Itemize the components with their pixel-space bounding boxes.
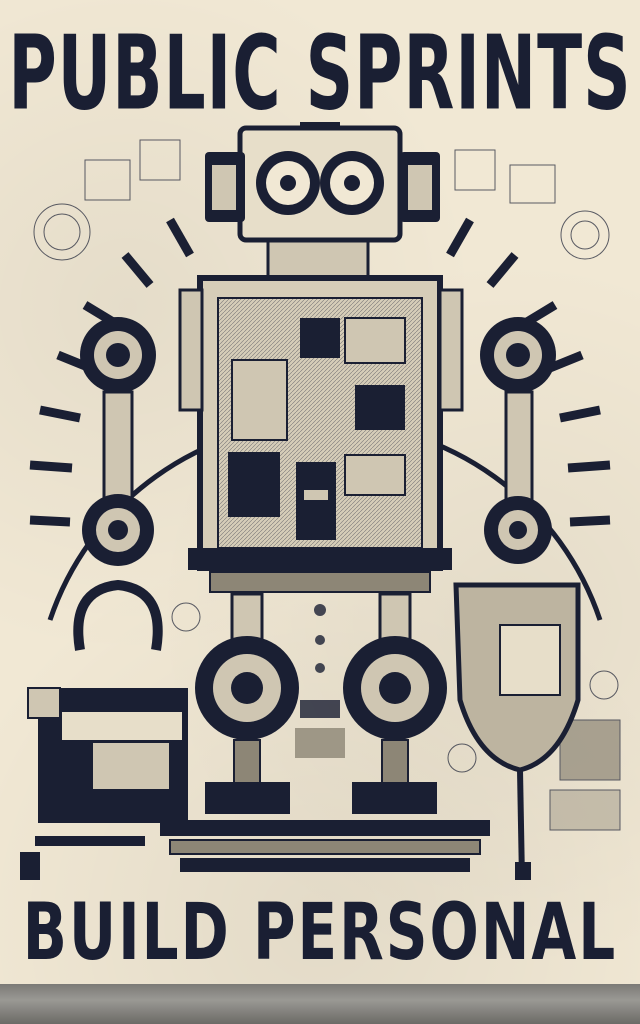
robot-head (205, 122, 440, 282)
top-title: PUBLIC SPRINTS (8, 14, 632, 134)
right-arm-canister (453, 317, 581, 881)
left-wheel (195, 592, 299, 814)
right-wheel (343, 592, 447, 814)
control-box (27, 687, 188, 823)
base-platform (20, 820, 531, 880)
bottom-strip (0, 984, 640, 1024)
robot-torso (178, 275, 464, 593)
bottom-title: BUILD PERSONAL (22, 886, 618, 978)
left-arm-claw (73, 317, 163, 651)
